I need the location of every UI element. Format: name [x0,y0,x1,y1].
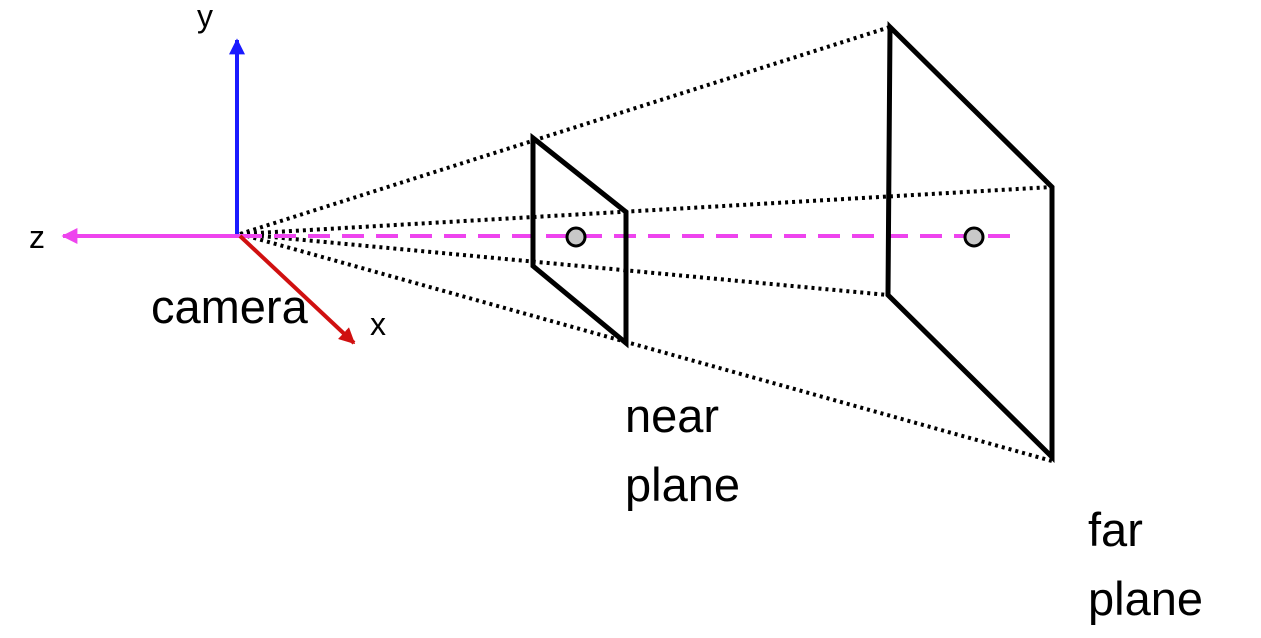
y-axis-label: y [197,0,213,34]
far-plane [885,21,1055,463]
camera-label: camera [151,280,309,333]
near-plane-label-line1: near [625,389,719,442]
far-plane-center [963,226,985,248]
frustum-edges [239,25,1053,463]
near-plane-label-line2: plane [625,458,740,511]
near-plane [530,132,629,349]
frustum-edge-top-left [239,25,891,236]
z-axis-label: z [29,219,45,255]
near-plane-center [565,226,587,248]
x-axis-arrow [238,234,356,345]
frustum-edge-bottom-left [239,232,889,297]
frustum-edge-top-right [239,185,1053,236]
frustum-edge-bottom-right [239,232,1053,463]
far-plane-label-line2: plane [1088,572,1203,625]
far-plane-label-line1: far [1088,503,1143,556]
x-axis-label: x [370,306,386,342]
